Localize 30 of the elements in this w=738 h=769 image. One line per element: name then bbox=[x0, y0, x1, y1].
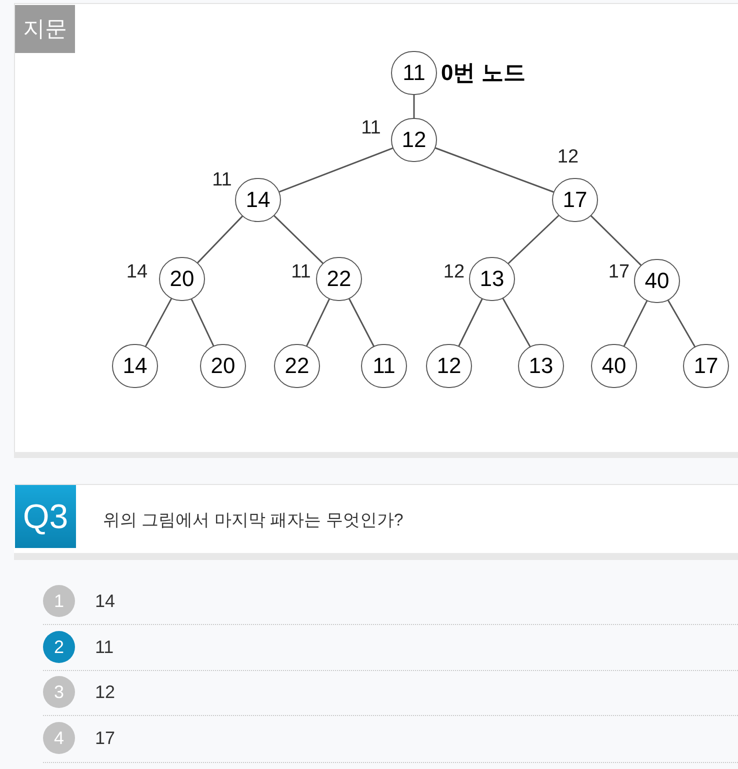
option-text: 11 bbox=[95, 638, 114, 656]
tree-edge bbox=[348, 298, 374, 347]
question-number-badge: Q3 bbox=[15, 485, 76, 548]
tree-edge bbox=[667, 300, 696, 348]
tree-edge bbox=[458, 298, 483, 346]
option-text: 14 bbox=[95, 592, 116, 610]
tree-edge bbox=[590, 215, 642, 266]
winner-label: 17 bbox=[608, 262, 630, 282]
tree-edge bbox=[144, 298, 172, 347]
tree-edge bbox=[279, 148, 393, 192]
tree-edge bbox=[435, 147, 554, 193]
winner-label: 11 bbox=[361, 118, 381, 138]
tree-edge bbox=[190, 298, 214, 346]
tree-edge bbox=[197, 216, 243, 264]
tree-edge bbox=[623, 300, 648, 347]
winner-label: 12 bbox=[557, 148, 579, 166]
tree-edge bbox=[502, 298, 531, 347]
option-text: 17 bbox=[95, 729, 116, 747]
tree-edge bbox=[306, 298, 330, 346]
tree-edge bbox=[508, 214, 560, 264]
winner-label: 12 bbox=[443, 262, 465, 282]
node-caption: 0번 노드 bbox=[441, 62, 526, 84]
winner-label: 11 bbox=[291, 262, 311, 282]
question-text: 위의 그림에서 마지막 패자는 무엇인가? bbox=[103, 512, 404, 528]
tree-edge bbox=[274, 215, 324, 264]
section-tag: 지문 bbox=[15, 5, 75, 53]
option-text: 12 bbox=[95, 683, 116, 701]
tree-edge bbox=[413, 95, 415, 118]
winner-label: 14 bbox=[126, 262, 148, 282]
winner-label: 11 bbox=[212, 170, 232, 190]
